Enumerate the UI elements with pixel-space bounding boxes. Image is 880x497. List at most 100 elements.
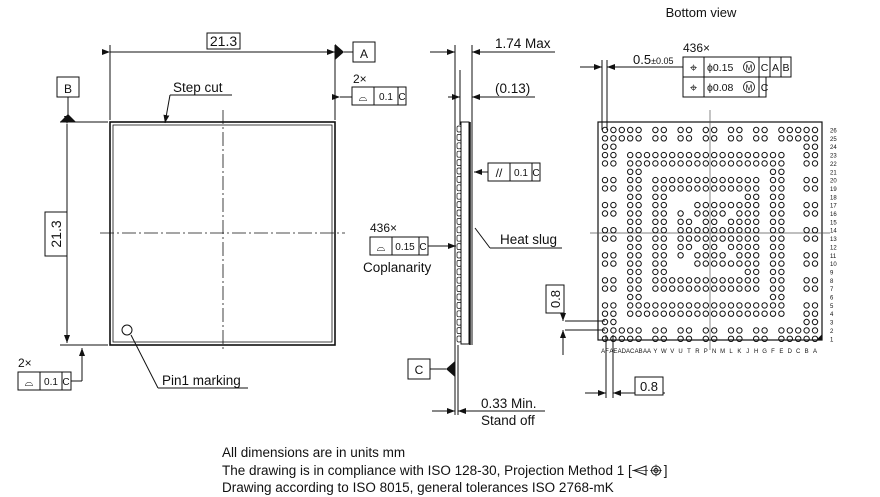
solder-ball <box>669 302 676 309</box>
solder-ball <box>702 310 709 317</box>
solder-ball <box>635 227 642 234</box>
solder-ball <box>685 227 693 234</box>
side-view <box>428 45 562 415</box>
column-label: J <box>746 349 749 355</box>
solder-ball <box>753 285 760 292</box>
solder-ball <box>778 218 785 226</box>
solder-ball <box>778 151 785 159</box>
solder-ball <box>660 126 667 134</box>
solder-ball <box>769 310 777 317</box>
solder-ball <box>677 327 684 334</box>
solder-ball <box>727 327 735 334</box>
solder-ball <box>652 227 659 234</box>
side-solder-ball <box>456 167 462 175</box>
side-solder-ball <box>456 310 462 318</box>
solder-ball <box>736 243 743 251</box>
solder-ball <box>635 243 642 251</box>
solder-ball <box>685 126 693 134</box>
solder-ball <box>677 310 684 317</box>
solder-ball <box>652 201 659 209</box>
column-label: AD <box>618 349 627 355</box>
solder-ball <box>652 268 659 276</box>
solder-ball <box>753 243 760 251</box>
row-label: 15 <box>830 220 837 226</box>
solder-ball <box>736 227 743 234</box>
solder-ball <box>769 260 777 267</box>
solder-ball <box>660 185 667 192</box>
side-solder-ball <box>456 142 462 150</box>
solder-ball <box>635 168 642 176</box>
side-solder-ball <box>456 201 462 208</box>
solder-ball <box>694 277 701 284</box>
solder-ball <box>610 310 617 317</box>
solder-ball <box>753 277 760 284</box>
solder-ball <box>811 227 819 234</box>
solder-ball <box>727 277 735 284</box>
solder-ball <box>610 126 617 134</box>
solder-ball <box>778 210 785 217</box>
solder-ball <box>736 277 743 284</box>
solder-ball <box>677 151 684 159</box>
solder-ball <box>711 218 718 226</box>
solder-ball <box>744 210 751 217</box>
flatness-icon: ⌓ <box>25 377 34 389</box>
solder-ball <box>635 135 642 142</box>
solder-ball <box>702 126 709 134</box>
solder-ball <box>761 160 768 167</box>
solder-ball <box>803 185 810 192</box>
pin1-label: Pin1 marking <box>162 373 241 388</box>
solder-ball <box>778 160 785 167</box>
solder-ball <box>610 135 617 142</box>
note-projection: The drawing is in compliance with ISO 12… <box>222 462 667 480</box>
side-solder-ball <box>456 327 462 334</box>
solder-ball <box>627 135 634 142</box>
row-label: 14 <box>830 229 837 235</box>
position-tol-1-value: ϕ0.15 <box>707 62 733 74</box>
solder-ball <box>811 335 819 342</box>
solder-ball <box>618 335 625 342</box>
solder-ball <box>677 302 684 309</box>
solder-ball <box>811 160 819 167</box>
coplanarity-count: 436× <box>370 221 397 235</box>
solder-ball <box>702 327 709 334</box>
solder-ball <box>778 327 785 334</box>
solder-ball <box>753 235 760 242</box>
solder-ball <box>627 218 634 226</box>
solder-ball <box>652 210 659 217</box>
datum-a-label: A <box>360 47 368 61</box>
column-label: R <box>695 349 700 355</box>
solder-ball <box>702 252 709 259</box>
column-label: N <box>712 349 716 355</box>
solder-ball <box>660 268 667 276</box>
solder-ball <box>769 151 777 159</box>
solder-ball <box>685 218 693 226</box>
solder-ball <box>753 135 760 142</box>
solder-ball <box>719 185 726 192</box>
solder-ball <box>744 268 751 276</box>
solder-ball <box>744 285 751 292</box>
solder-ball <box>677 126 684 134</box>
solder-ball <box>753 185 760 192</box>
solder-ball <box>769 277 777 284</box>
solder-ball <box>778 293 785 301</box>
solder-ball <box>719 201 726 209</box>
solder-ball <box>753 160 760 167</box>
row-label: 22 <box>830 162 837 168</box>
solder-ball <box>778 135 785 142</box>
solder-ball <box>769 235 777 242</box>
solder-ball <box>744 260 751 267</box>
solder-ball <box>753 193 760 201</box>
solder-ball <box>601 277 609 284</box>
side-solder-ball <box>456 184 462 192</box>
solder-ball <box>677 277 684 284</box>
solder-ball <box>694 285 701 292</box>
side-solder-ball <box>456 276 462 284</box>
solder-ball <box>652 335 659 342</box>
solder-ball <box>652 302 659 309</box>
column-label: D <box>788 349 793 355</box>
coplanarity-value: 0.15 <box>395 242 415 253</box>
solder-ball <box>744 277 751 284</box>
solder-ball <box>811 210 819 217</box>
